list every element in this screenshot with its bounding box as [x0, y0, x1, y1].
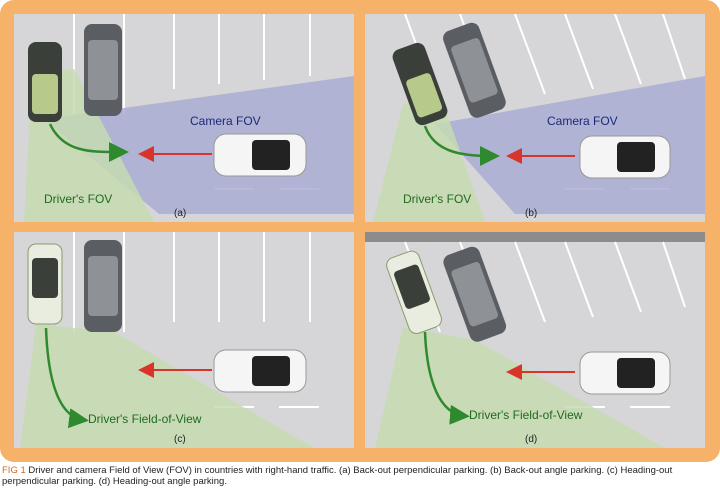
camera-fov-label: Camera FOV [547, 114, 618, 128]
caption-text: Driver and camera Field of View (FOV) in… [2, 465, 673, 487]
driver-fov-label: Driver's Field-of-View [88, 412, 202, 426]
parking-lines [73, 232, 319, 408]
panel-c: Driver's Field-of-View (c) [14, 232, 354, 448]
figure-number: FIG 1 [2, 465, 26, 476]
camera-fov-region [435, 76, 705, 214]
moving-car [579, 351, 671, 395]
panel-d-diagram [365, 232, 705, 448]
panel-label: (d) [525, 434, 538, 445]
curb-strip [365, 232, 705, 242]
panel-b: Camera FOV Driver's FOV (b) [365, 14, 705, 222]
driver-fov-region [375, 327, 665, 448]
driver-fov-region [20, 324, 314, 448]
parked-van [443, 246, 507, 342]
parked-van [443, 22, 506, 118]
backing-path-arrow [423, 125, 500, 166]
camera-fov-label: Camera FOV [190, 114, 261, 128]
parked-car-left [28, 42, 62, 122]
panel-label: (c) [174, 434, 186, 445]
parked-van [84, 240, 122, 332]
panel-label: (a) [174, 208, 187, 219]
panel-d: Driver's Field-of-View (d) [365, 232, 705, 448]
parked-van [84, 24, 122, 116]
driver-fov-label: Driver's FOV [44, 192, 113, 206]
driver-fov-label: Driver's FOV [403, 192, 472, 206]
moving-car [579, 135, 671, 179]
panel-label: (b) [525, 208, 538, 219]
panel-a: Camera FOV Driver's FOV (a) [14, 14, 354, 222]
panel-a-diagram [14, 14, 354, 222]
panel-b-diagram [365, 14, 705, 222]
parked-car-left [386, 250, 442, 334]
panel-c-diagram [14, 232, 354, 448]
parked-car-left [27, 243, 63, 325]
moving-car [213, 349, 307, 393]
backing-path-arrow [48, 123, 129, 163]
heading-out-path-arrow [423, 331, 470, 425]
parked-car-left [392, 42, 448, 126]
driver-fov-region [373, 94, 485, 222]
driver-fov-label: Driver's Field-of-View [469, 408, 583, 422]
heading-out-path-arrow [44, 327, 89, 429]
moving-car [213, 133, 307, 177]
figure-caption: FIG 1 Driver and camera Field of View (F… [2, 465, 718, 487]
